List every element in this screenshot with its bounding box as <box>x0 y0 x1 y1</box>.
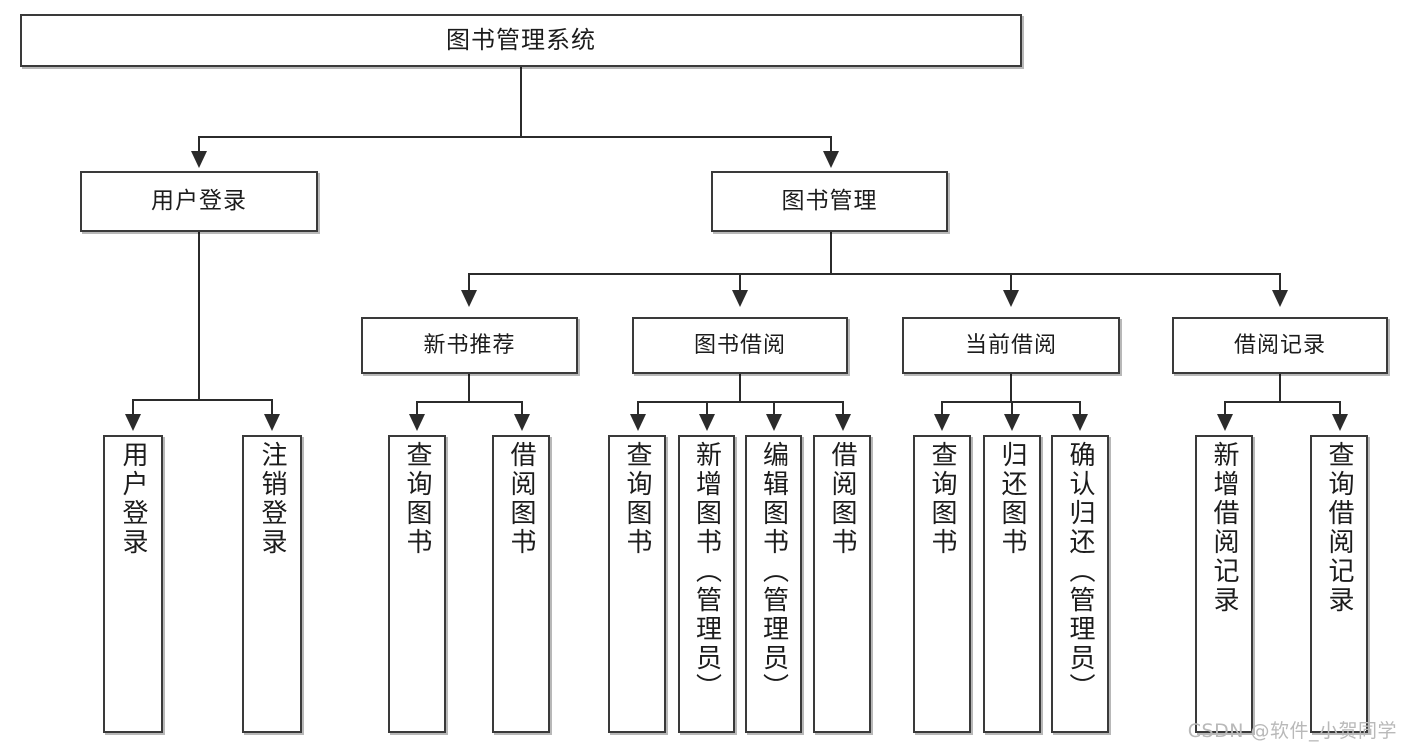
connector-currentborrow-bus <box>941 401 1080 403</box>
leaf-bookborrow-borrow-books[interactable]: 借阅图书 <box>813 435 871 733</box>
arrowhead-bookborrow-query <box>630 414 646 431</box>
connector-userlogin-drop-1 <box>132 399 134 417</box>
arrowhead-newbook-query <box>409 414 425 431</box>
node-label: 图书管理 <box>781 187 878 214</box>
connector-bookmanage-stem <box>830 232 832 274</box>
leaf-user-login[interactable]: 用户登录 <box>103 435 163 733</box>
arrowhead-book-borrow <box>732 290 748 307</box>
arrowhead-leaf-logout <box>264 414 280 431</box>
node-new-book-recommendation[interactable]: 新书推荐 <box>361 317 578 374</box>
leaf-bookborrow-query-books[interactable]: 查询图书 <box>608 435 666 733</box>
arrowhead-bookborrow-borrow <box>835 414 851 431</box>
node-label: 编辑图书（管理员） <box>758 441 789 702</box>
node-label: 新增图书（管理员） <box>691 441 722 702</box>
arrowhead-current-borrow <box>1003 290 1019 307</box>
connector-borrowrecord-stem <box>1279 374 1281 402</box>
connector-root-bus <box>198 136 832 138</box>
node-user-login[interactable]: 用户登录 <box>80 171 318 232</box>
arrowhead-newbook-borrow <box>514 414 530 431</box>
connector-root-drop-user <box>198 136 200 154</box>
leaf-newbook-borrow-books[interactable]: 借阅图书 <box>492 435 550 733</box>
connector-currentborrow-stem <box>1010 374 1012 402</box>
connector-root-stem <box>520 67 522 137</box>
arrowhead-user-login <box>191 151 207 168</box>
node-label: 新增借阅记录 <box>1209 441 1239 615</box>
node-label: 借阅图书 <box>506 441 536 557</box>
arrowhead-bookborrow-edit <box>766 414 782 431</box>
node-label: 借阅记录 <box>1233 332 1326 358</box>
connector-currentborrow-drop-2 <box>1011 401 1013 417</box>
leaf-bookborrow-add-book-admin[interactable]: 新增图书（管理员） <box>678 435 735 733</box>
arrowhead-new-book <box>461 290 477 307</box>
node-label: 用户登录 <box>151 187 247 214</box>
leaf-newbook-query-books[interactable]: 查询图书 <box>388 435 446 733</box>
connector-userlogin-stem <box>198 232 200 400</box>
arrowhead-currentborrow-query <box>934 414 950 431</box>
connector-newbook-drop-1 <box>416 401 418 417</box>
node-label: 查询图书 <box>927 441 957 557</box>
connector-newbook-stem <box>468 374 470 402</box>
arrowhead-book-manage <box>823 151 839 168</box>
connector-bookmanage-drop-2 <box>739 273 741 293</box>
arrowhead-borrow-record <box>1272 290 1288 307</box>
connector-root-drop-book <box>830 136 832 154</box>
connector-borrowrecord-drop-1 <box>1224 401 1226 417</box>
arrowhead-borrowrecord-add <box>1217 414 1233 431</box>
node-label: 注销登录 <box>257 441 287 557</box>
node-label: 图书管理系统 <box>446 26 596 55</box>
leaf-currentborrow-return-books[interactable]: 归还图书 <box>983 435 1041 733</box>
node-label: 查询图书 <box>402 441 432 557</box>
leaf-logout[interactable]: 注销登录 <box>242 435 302 733</box>
connector-newbook-bus <box>416 401 522 403</box>
connector-bookborrow-drop-3 <box>773 401 775 417</box>
leaf-currentborrow-confirm-return-admin[interactable]: 确认归还（管理员） <box>1051 435 1109 733</box>
node-book-borrowing[interactable]: 图书借阅 <box>632 317 848 374</box>
arrowhead-borrowrecord-query <box>1332 414 1348 431</box>
csdn-watermark: CSDN @软件_小贺同学 <box>1187 720 1397 742</box>
node-borrowing-records[interactable]: 借阅记录 <box>1172 317 1388 374</box>
leaf-bookborrow-edit-book-admin[interactable]: 编辑图书（管理员） <box>745 435 802 733</box>
connector-bookborrow-drop-4 <box>842 401 844 417</box>
leaf-currentborrow-query-books[interactable]: 查询图书 <box>913 435 971 733</box>
connector-bookmanage-drop-3 <box>1010 273 1012 293</box>
arrowhead-currentborrow-return <box>1004 414 1020 431</box>
connector-userlogin-drop-2 <box>271 399 273 417</box>
node-current-borrowing[interactable]: 当前借阅 <box>902 317 1120 374</box>
arrowhead-bookborrow-add <box>699 414 715 431</box>
connector-newbook-drop-2 <box>521 401 523 417</box>
connector-bookborrow-drop-2 <box>706 401 708 417</box>
node-label: 查询图书 <box>622 441 652 557</box>
node-label: 归还图书 <box>997 441 1027 557</box>
connector-userlogin-bus <box>132 399 272 401</box>
connector-borrowrecord-bus <box>1224 401 1340 403</box>
node-book-management[interactable]: 图书管理 <box>711 171 948 232</box>
node-label: 新书推荐 <box>423 332 516 358</box>
connector-bookborrow-drop-1 <box>637 401 639 417</box>
node-label: 确认归还（管理员） <box>1065 441 1095 702</box>
node-label: 图书借阅 <box>693 332 786 358</box>
connector-currentborrow-drop-3 <box>1079 401 1081 417</box>
connector-bookborrow-bus <box>637 401 843 403</box>
arrowhead-leaf-user-login <box>125 414 141 431</box>
connector-bookmanage-drop-1 <box>468 273 470 293</box>
connector-borrowrecord-drop-2 <box>1339 401 1341 417</box>
arrowhead-currentborrow-confirm <box>1072 414 1088 431</box>
node-label: 借阅图书 <box>827 441 857 557</box>
node-root-book-management-system[interactable]: 图书管理系统 <box>20 14 1022 67</box>
connector-bookmanage-drop-4 <box>1279 273 1281 293</box>
node-label: 用户登录 <box>118 441 148 557</box>
leaf-borrowrecord-add-record[interactable]: 新增借阅记录 <box>1195 435 1253 733</box>
node-label: 查询借阅记录 <box>1324 441 1354 615</box>
connector-bookmanage-bus <box>468 273 1280 275</box>
connector-currentborrow-drop-1 <box>941 401 943 417</box>
leaf-borrowrecord-query-record[interactable]: 查询借阅记录 <box>1310 435 1368 733</box>
connector-bookborrow-stem <box>739 374 741 402</box>
node-label: 当前借阅 <box>964 332 1057 358</box>
